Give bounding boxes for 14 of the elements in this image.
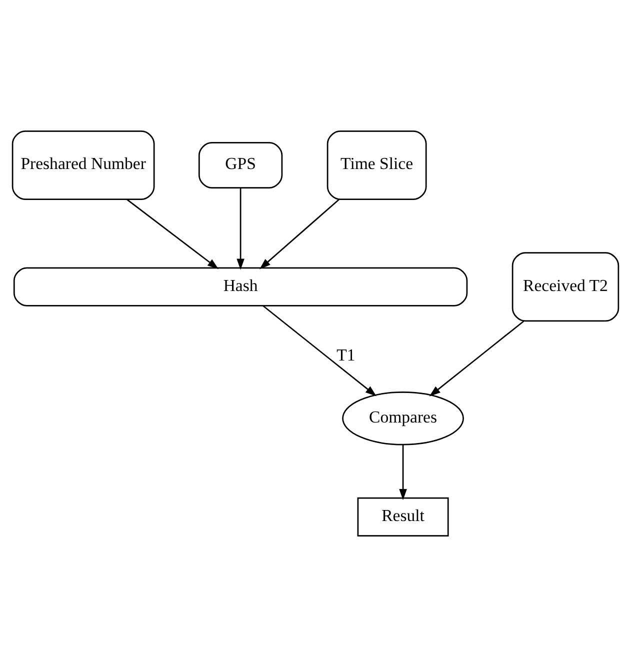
arrow	[262, 305, 377, 396]
arrow	[236, 188, 244, 270]
node-box: GPS	[198, 142, 283, 188]
edge-label: T1	[336, 346, 356, 365]
node-box: Time Slice	[326, 130, 427, 200]
arrow	[126, 199, 219, 270]
arrow	[259, 199, 340, 270]
arrow	[399, 444, 407, 500]
node-box: Received T2	[512, 252, 620, 322]
node-box: Preshared Number	[12, 130, 155, 200]
node-ellipse: Compares	[342, 392, 464, 446]
node-box: Hash	[13, 267, 468, 306]
arrow	[429, 320, 524, 396]
node-box: Result	[357, 497, 449, 536]
